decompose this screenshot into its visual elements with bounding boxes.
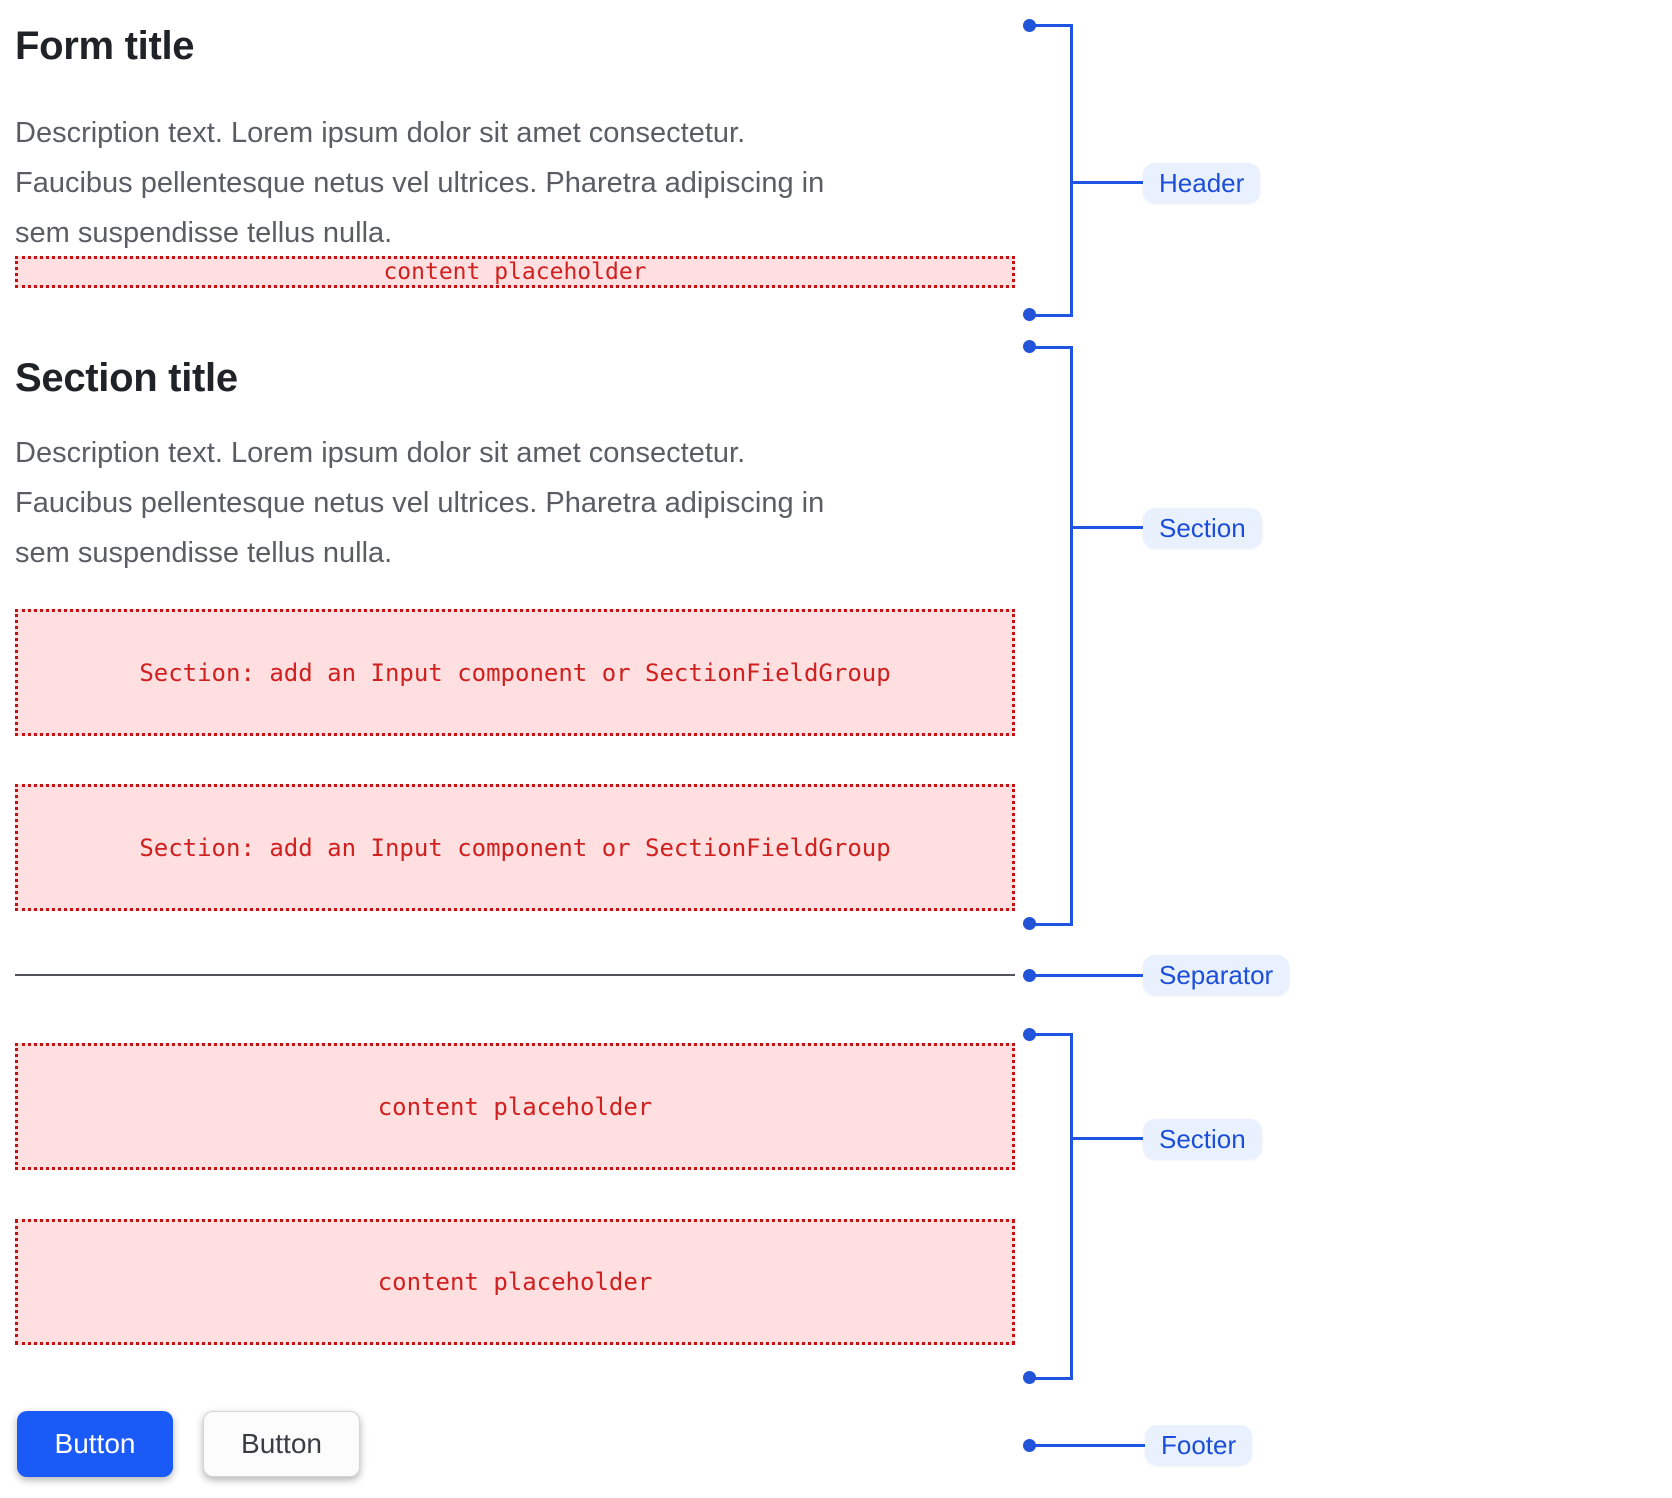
section-top-bracket-bottom-dot — [1023, 917, 1036, 930]
section-top-label-connector — [1072, 526, 1143, 529]
header-bracket-bottom-dot — [1023, 308, 1036, 321]
header-label: Header — [1143, 163, 1261, 203]
section-bottom-bracket-top-elbow — [1030, 1033, 1073, 1036]
header-content-placeholder-text: content placeholder — [383, 259, 647, 285]
footer-label: Footer — [1145, 1425, 1253, 1465]
section-input-slot-1: Section: add an Input component or Secti… — [15, 609, 1015, 736]
section-input-slot-1-text: Section: add an Input component or Secti… — [139, 658, 891, 687]
section-top-bracket-line — [1070, 346, 1073, 926]
footer-label-connector — [1030, 1444, 1145, 1447]
section-title: Section title — [15, 356, 238, 400]
section-input-slot-2: Section: add an Input component or Secti… — [15, 784, 1015, 911]
form-title: Form title — [15, 24, 195, 68]
header-bracket-top-dot — [1023, 19, 1036, 32]
secondary-button[interactable]: Button — [203, 1411, 360, 1477]
section-bottom-bracket-line — [1070, 1033, 1073, 1380]
lower-content-placeholder-1-text: content placeholder — [377, 1092, 653, 1121]
section-input-slot-2-text: Section: add an Input component or Secti… — [139, 833, 891, 862]
footer-dot — [1023, 1439, 1036, 1452]
header-bracket-line — [1070, 24, 1073, 317]
section-bottom-bracket-bottom-elbow — [1030, 1377, 1073, 1380]
separator-line — [15, 974, 1015, 976]
secondary-button-label: Button — [241, 1428, 322, 1459]
section-bottom-label: Section — [1143, 1119, 1262, 1159]
separator-label-connector — [1030, 974, 1143, 977]
separator-dot — [1023, 969, 1036, 982]
primary-button-label: Button — [54, 1428, 136, 1459]
section-description: Description text. Lorem ipsum dolor sit … — [15, 437, 825, 569]
section-bottom-label-connector — [1072, 1137, 1143, 1140]
section-top-label: Section — [1143, 508, 1262, 548]
lower-content-placeholder-2: content placeholder — [15, 1219, 1015, 1345]
section-bottom-bracket-bottom-dot — [1023, 1371, 1036, 1384]
section-top-bracket-bottom-elbow — [1030, 923, 1073, 926]
header-bracket-top-elbow — [1030, 24, 1073, 27]
header-label-connector — [1072, 181, 1143, 184]
section-top-bracket-top-elbow — [1030, 346, 1073, 349]
header-bracket-bottom-elbow — [1030, 314, 1073, 317]
separator-label: Separator — [1143, 955, 1290, 995]
header-content-placeholder: content placeholder — [15, 256, 1015, 288]
section-top-bracket-top-dot — [1023, 340, 1036, 353]
form-description: Description text. Lorem ipsum dolor sit … — [15, 117, 825, 249]
lower-content-placeholder-2-text: content placeholder — [377, 1268, 653, 1296]
lower-content-placeholder-1: content placeholder — [15, 1043, 1015, 1170]
primary-button[interactable]: Button — [17, 1411, 173, 1477]
section-bottom-bracket-top-dot — [1023, 1028, 1036, 1041]
